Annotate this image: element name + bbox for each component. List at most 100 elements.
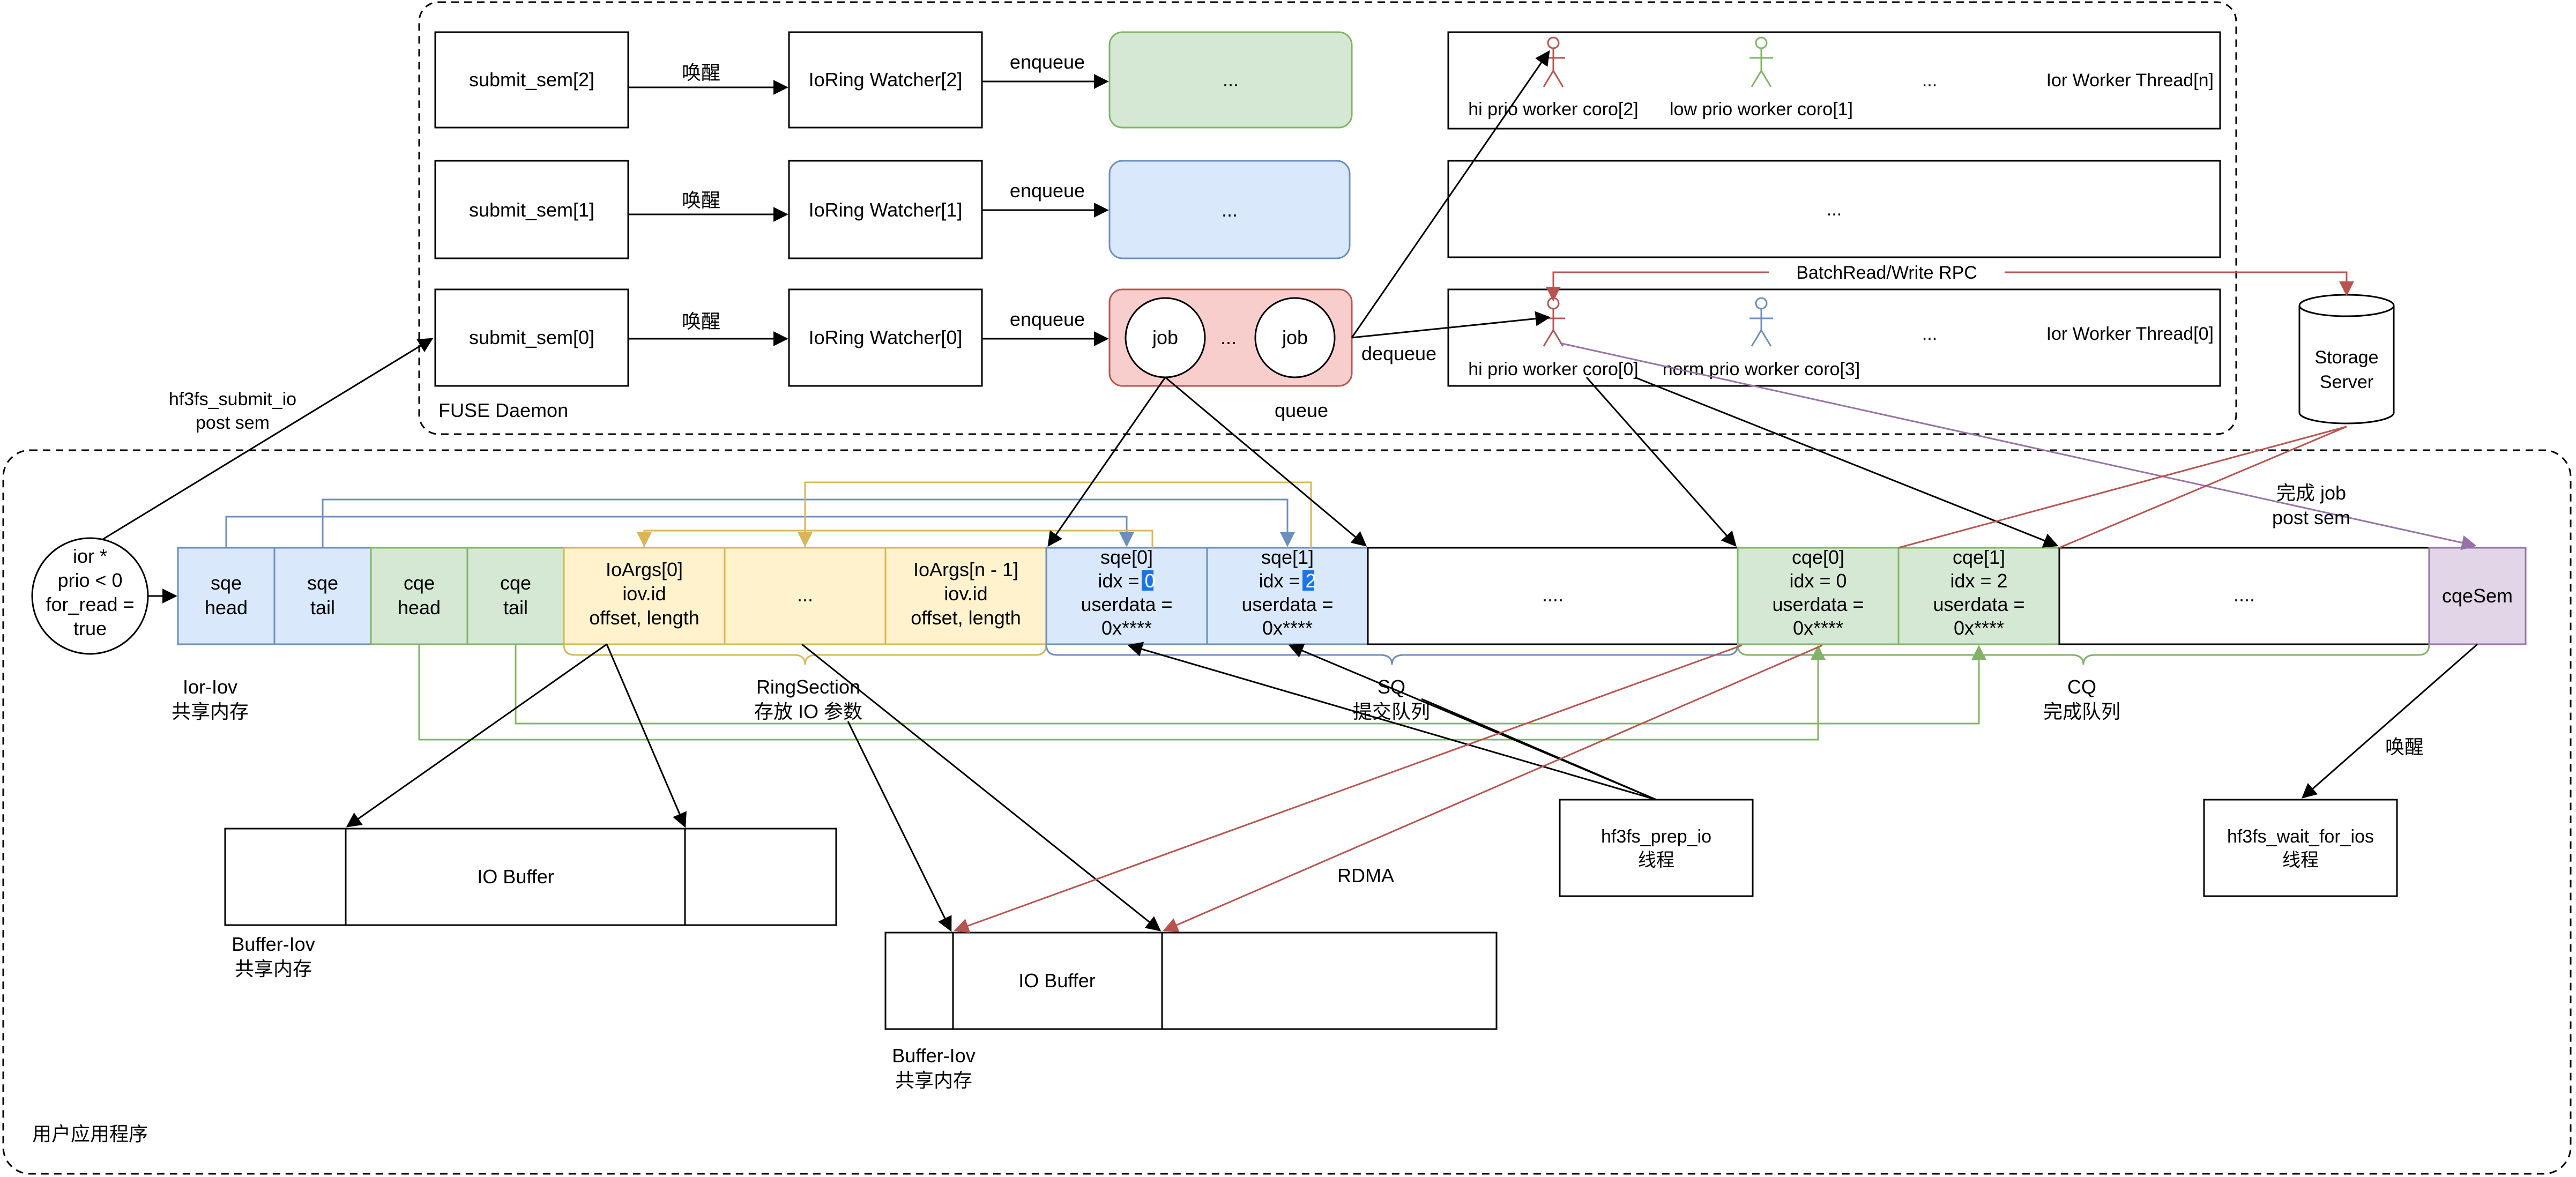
job-to-sqe1-arrow xyxy=(1165,376,1367,547)
enqueue-label-1: enqueue xyxy=(1010,180,1085,202)
queue-label: queue xyxy=(1275,399,1328,421)
ioargs-to-buffer2-start xyxy=(847,721,952,932)
queue-2-box xyxy=(1108,31,1353,129)
worker-thread-mid: ... xyxy=(1447,160,2221,258)
watcher-0-box xyxy=(788,288,983,387)
watcher-2-text: IoRing Watcher[2] xyxy=(809,69,963,91)
dequeue-to-coro-0-arrow xyxy=(1351,311,1551,339)
storage-to-cqe1-line xyxy=(2059,426,2347,549)
enqueue-label-0: enqueue xyxy=(1010,308,1085,330)
sqe-tail-text-2: tail xyxy=(310,597,335,619)
rpc-label-bg xyxy=(1769,259,2005,285)
io-buffer-1: IO Buffer Buffer-Iov 共享内存 xyxy=(224,828,837,980)
job-a-text: job xyxy=(1152,326,1178,348)
cqe-tail-cell xyxy=(466,547,565,645)
rpc-label: BatchRead/Write RPC xyxy=(1796,263,1977,283)
buffer-iov-2-caption-1: Buffer-Iov xyxy=(892,1045,975,1067)
submit-sem-0-box xyxy=(434,288,629,387)
cqe-0-text-1: cqe[0] xyxy=(1792,546,1844,568)
cqe-sem-cell xyxy=(2428,547,2527,645)
ioargs-n-cell xyxy=(884,547,1047,645)
buffer-iov-1-caption-1: Buffer-Iov xyxy=(232,933,315,955)
sqe-head-cell xyxy=(177,547,276,645)
submit-sem-2-box xyxy=(434,31,629,129)
ior-line-2: prio < 0 xyxy=(57,569,122,591)
job-b-text: job xyxy=(1282,326,1308,348)
sqe-1-text-3: userdata = xyxy=(1241,593,1333,615)
ior-line-4: true xyxy=(73,617,107,639)
submit-io-arrow xyxy=(102,338,434,540)
ior-iov-label-2: 共享内存 xyxy=(172,701,249,722)
buffer-iov-2-caption-2: 共享内存 xyxy=(895,1069,972,1091)
cqe-tail-text-1: cqe xyxy=(500,572,531,594)
post-sem-arrow xyxy=(1559,342,2477,550)
ioargs-n-text-3: offset, length xyxy=(911,607,1021,629)
user-app-label: 用户应用程序 xyxy=(32,1123,148,1145)
worker-thread-n: hi prio worker coro[2] low prio worker c… xyxy=(1447,31,2221,130)
sq-label-1: SQ xyxy=(1378,676,1405,698)
ioargs-n-text-2: iov.id xyxy=(944,583,987,605)
io-buffer-2-label: IO Buffer xyxy=(1018,970,1095,992)
sqe-1-text-1: sqe[1] xyxy=(1261,546,1314,568)
hi-prio-coro-2-icon xyxy=(1542,36,1565,87)
queue-2-text: ... xyxy=(1223,69,1239,91)
sqe-head-text-2: head xyxy=(205,597,248,619)
watcher-2-box xyxy=(788,31,983,129)
sqe-0-idx-value: 0 xyxy=(1145,570,1156,592)
hi-prio-coro-2-label: hi prio worker coro[2] xyxy=(1468,99,1638,120)
io-buffer-2: IO Buffer Buffer-Iov 共享内存 xyxy=(884,932,1498,1091)
fuse-row-2: submit_sem[2] 唤醒 IoRing Watcher[2] enque… xyxy=(434,31,1353,129)
sqe-1-cell xyxy=(1206,547,1369,645)
sqe-tail-cell xyxy=(273,547,372,645)
rdma-arrow-2 xyxy=(1163,644,1823,932)
io-buffer-2-box xyxy=(884,932,1498,1030)
sq-label-2: 提交队列 xyxy=(1353,701,1430,722)
sqe-0-text-4: 0x**** xyxy=(1101,617,1152,639)
ioargs-0-cell xyxy=(563,547,726,645)
worker-0-dots: ... xyxy=(1922,324,1937,344)
io-buffer-1-box xyxy=(224,828,837,926)
cqe-head-text-1: cqe xyxy=(404,572,435,594)
cq-brace xyxy=(1737,644,2430,665)
ioargs-0-text-1: IoArgs[0] xyxy=(606,558,683,580)
cqe-0-cell xyxy=(1737,547,1900,645)
cq-rest-text: .... xyxy=(2233,584,2255,606)
low-prio-coro-1-label: low prio worker coro[1] xyxy=(1670,99,1853,120)
prep-io-box xyxy=(1559,799,1754,897)
worker-mid-dots: ... xyxy=(1827,199,1842,220)
sqe-1-text-4: 0x**** xyxy=(1262,617,1313,639)
cqe-0-text-3: userdata = xyxy=(1772,593,1864,615)
ring-buffer: sqe head sqe tail cqe head cqe tail IoAr… xyxy=(177,546,2527,645)
cq-label-2: 完成队列 xyxy=(2043,701,2120,722)
ioargs-0-text-2: iov.id xyxy=(622,583,666,605)
ior-line-3: for_read = xyxy=(46,593,134,615)
ior-iov-label-1: Ior-Iov xyxy=(183,676,237,698)
cqe-1-text-1: cqe[1] xyxy=(1953,546,2005,568)
ioargs-mid-cell xyxy=(724,547,887,645)
sqe-tail-text-1: sqe xyxy=(307,572,338,594)
done-label-2: post sem xyxy=(2272,506,2350,528)
wake-label-2: 唤醒 xyxy=(682,62,720,84)
job-to-sqe0-arrow xyxy=(1047,377,1166,547)
sqe-1-text-2: idx = 2 xyxy=(1259,570,1316,592)
cq-label-1: CQ xyxy=(2067,676,2096,698)
cqe-tail-pointer xyxy=(515,644,1986,725)
sq-brace xyxy=(1045,644,1739,665)
sqe-0-text-1: sqe[0] xyxy=(1100,546,1153,568)
storage-server: Storage Server xyxy=(2298,294,2395,424)
done-label-1: 完成 job xyxy=(2276,482,2346,504)
sqe-0-idx-highlight xyxy=(1142,570,1153,591)
sq-rest-text: .... xyxy=(1542,584,1564,606)
submit-io-label-2: post sem xyxy=(196,413,270,433)
enqueue-label-2: enqueue xyxy=(1010,51,1085,73)
queue-1-text: ... xyxy=(1222,199,1238,221)
cqe-0-text-4: 0x**** xyxy=(1793,617,1843,639)
fuse-daemon-label: FUSE Daemon xyxy=(438,399,568,421)
ioargs-mid-text: ... xyxy=(797,584,813,606)
wake-label-0: 唤醒 xyxy=(682,310,720,332)
wake-label-wait: 唤醒 xyxy=(2385,736,2424,758)
ring-section-brace xyxy=(563,644,1047,665)
dequeue-label: dequeue xyxy=(1361,342,1436,364)
cqe-sem-text: cqeSem xyxy=(2442,585,2513,607)
hi-prio-coro-0-label: hi prio worker coro[0] xyxy=(1468,359,1638,379)
